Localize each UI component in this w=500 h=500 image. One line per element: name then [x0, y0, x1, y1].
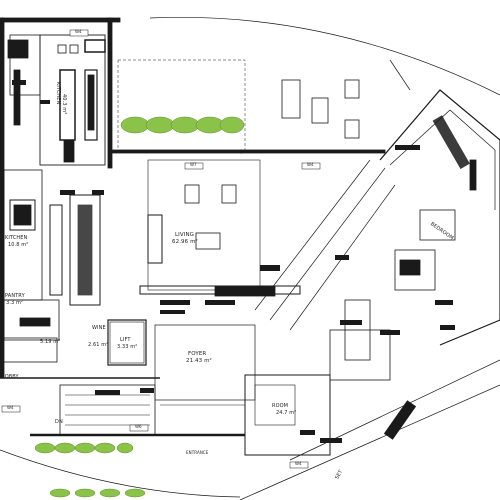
pantry-area: 3.3 m² — [6, 300, 24, 306]
lift-label: LIFT — [120, 337, 131, 343]
kitchen-label: KITCHEN — [55, 82, 61, 105]
foyer-label: FOYER — [188, 351, 207, 357]
lobby-label: LOBBY — [2, 374, 19, 380]
foyer-area: 21.43 m² — [186, 358, 212, 364]
site-boundary-lower — [0, 449, 241, 498]
lift-area: 3.33 m² — [117, 344, 138, 350]
wine-label: WINE — [92, 325, 106, 331]
planting-lower — [34, 442, 146, 498]
living-area: 62.96 m² — [172, 239, 198, 245]
tag-w2: W7 — [190, 162, 197, 167]
room-label: ROOM — [272, 403, 289, 409]
store-area: 5.19 m² — [40, 339, 61, 345]
living-label: LIVING — [175, 232, 195, 238]
tag-w4: W4 — [7, 405, 14, 410]
annotation-blocks — [12, 80, 455, 443]
kitchen2-area: 10.8 m² — [8, 242, 29, 248]
wall-left — [0, 17, 5, 379]
tag-w1: W4 — [75, 29, 82, 34]
kitchen2-label: KITCHEN — [5, 235, 28, 241]
window-tags — [1, 29, 321, 469]
right-wing-wall — [379, 89, 500, 346]
site-boundary-arc — [149, 16, 500, 96]
lower-staircase — [65, 394, 150, 426]
pantry-label: PANTRY — [5, 293, 25, 299]
site-boundary-right — [389, 59, 411, 91]
planting-terrace — [120, 116, 245, 134]
wall-kitchen-right — [107, 17, 113, 169]
staircase — [254, 159, 396, 331]
kitchen-area: 40.3 m² — [61, 94, 67, 115]
tag-w3: W4 — [307, 162, 314, 167]
wall-top — [0, 17, 121, 23]
tag-w6: W4 — [295, 461, 302, 466]
foyer-room — [154, 324, 256, 401]
living-room — [147, 159, 261, 291]
entrance-note: ENTRANCE — [186, 450, 209, 455]
tag-w5: W6 — [135, 424, 142, 429]
room-area: 24.7 m² — [276, 410, 297, 416]
dn-label: DN — [55, 419, 63, 425]
wine-area: 2.61 m² — [88, 342, 109, 348]
